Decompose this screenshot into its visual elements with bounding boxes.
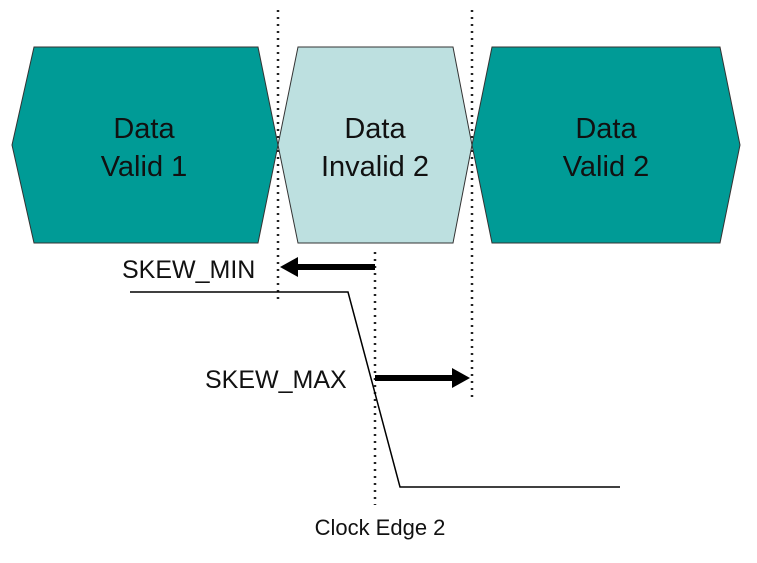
clock-edge-label: Clock Edge 2: [315, 515, 446, 540]
data-valid-1-box: [11, 46, 279, 244]
data-valid-2-box: [471, 46, 741, 244]
data-valid-1-label-line1: Data: [113, 113, 175, 145]
data-invalid-2-label-line2: Invalid 2: [321, 151, 429, 183]
data-invalid-2-box: [277, 46, 473, 244]
data-valid-1-label-line2: Valid 1: [101, 151, 188, 183]
data-valid-2-label-line1: Data: [575, 113, 637, 145]
skew-max-label: SKEW_MAX: [205, 366, 347, 394]
clock-waveform: [130, 291, 620, 488]
data-invalid-2-label-line1: Data: [344, 113, 406, 145]
skew-max-arrowhead-icon: [452, 368, 470, 388]
skew-min-label: SKEW_MIN: [122, 256, 255, 284]
skew-min-arrowhead-icon: [280, 257, 298, 277]
data-valid-2-label-line2: Valid 2: [563, 151, 650, 183]
